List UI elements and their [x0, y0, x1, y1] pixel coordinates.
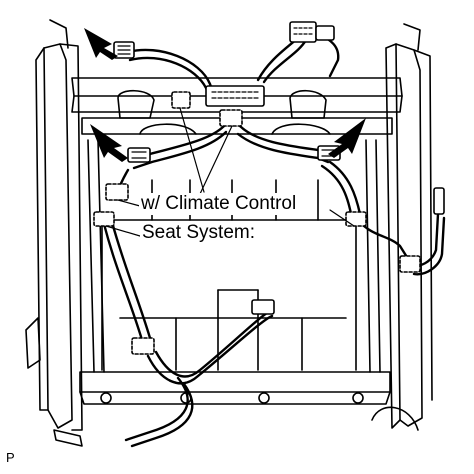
arrow-pointer-icon: [90, 124, 128, 162]
connector-center-top: [205, 85, 265, 107]
figure-code: P: [6, 450, 15, 465]
connector-right-side: [399, 255, 421, 273]
callout-leaders: [105, 107, 355, 237]
arrow-pointer-icon: [328, 118, 366, 158]
connector-left-mid: [105, 183, 129, 201]
connector-upper-left: [171, 91, 191, 109]
connector-top-right: [289, 21, 335, 43]
connector-left-lower: [93, 211, 115, 227]
connector-bottom-center: [251, 299, 275, 315]
connector-top-left: [113, 41, 135, 59]
connector-right-mid: [345, 211, 367, 227]
connector-right-plug: [433, 187, 445, 215]
arrow-pointer-icon: [84, 28, 118, 60]
callout-line-1: w/ Climate Control: [139, 193, 299, 215]
connector-center: [219, 109, 243, 127]
connector-left-seat: [127, 147, 151, 163]
connector-bottom-left: [131, 337, 155, 355]
callout-line-2: Seat System:: [140, 222, 257, 244]
